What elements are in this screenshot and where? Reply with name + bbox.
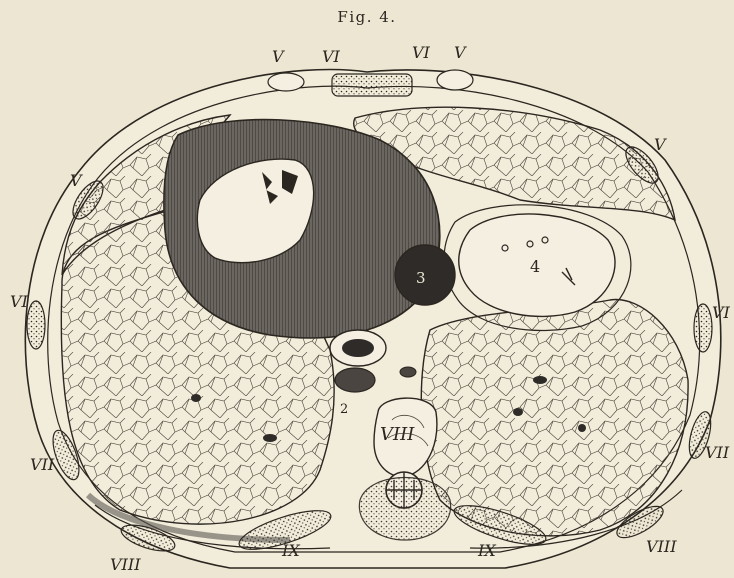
rib-label: V	[654, 135, 667, 154]
rib-label: VI	[712, 303, 731, 322]
small-vessel	[400, 367, 416, 377]
rib-label: VI	[10, 292, 29, 311]
rib-label: VI	[322, 47, 341, 66]
vessel-dot	[578, 424, 586, 432]
rib-label: VI	[412, 43, 431, 62]
rib-label: V	[454, 43, 467, 62]
rib-label: VIII	[110, 555, 141, 574]
rib-label: IX	[477, 541, 496, 560]
rib-section	[437, 70, 473, 90]
rib-label: VII	[705, 443, 730, 462]
sternum	[332, 74, 412, 96]
vessel-dot	[513, 408, 523, 416]
vessel-dot	[263, 434, 277, 442]
rib-section	[268, 73, 304, 91]
vertebral-arch	[359, 478, 450, 541]
region-number: 2	[340, 402, 348, 417]
vertebra-label: VIII	[380, 424, 415, 445]
rib-label: IX	[281, 541, 300, 560]
rib-label: V	[70, 171, 83, 190]
rib-label: VIII	[646, 537, 677, 556]
region-2-vessel	[335, 368, 375, 392]
vessel-dot	[533, 376, 547, 384]
rib-section	[694, 304, 712, 352]
left-lung	[421, 300, 688, 536]
vessel-dot	[191, 394, 201, 402]
rib-label: V	[272, 47, 285, 66]
region-number: 4	[530, 257, 540, 276]
rib-section	[27, 301, 45, 349]
rib-label: VII	[30, 455, 55, 474]
region-number: 3	[416, 269, 426, 287]
esophagus-lumen	[342, 339, 374, 357]
